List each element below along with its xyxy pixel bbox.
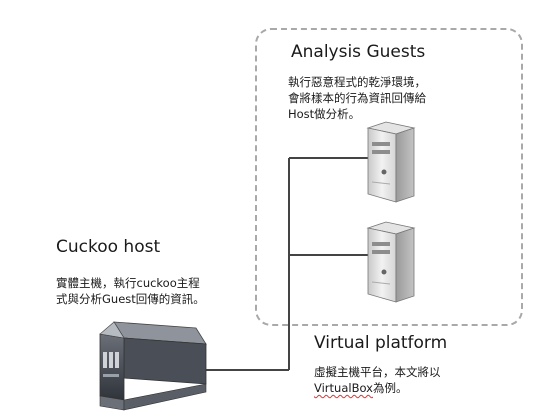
analysis-guests-title: Analysis Guests [291, 42, 426, 62]
analysis-guests-desc-line: 會將樣本的行為資訊回傳給 [288, 91, 426, 105]
analysis-guests-group [255, 28, 523, 326]
tower-server-icon [366, 221, 416, 303]
tower-server-icon [366, 121, 416, 203]
virtual-platform-desc-line: 虛擬主機平台，本文將以 [314, 365, 441, 379]
analysis-guests-description: 執行惡意程式的乾淨環境， 會將樣本的行為資訊回傳給 Host做分析。 [288, 74, 426, 122]
cuckoo-host-desc-line: 式與分析Guest回傳的資訊。 [56, 292, 205, 306]
virtual-platform-title: Virtual platform [314, 333, 448, 353]
analysis-guests-desc-line: 執行惡意程式的乾淨環境， [288, 75, 426, 89]
virtual-platform-desc-tail: 為例。 [372, 381, 408, 395]
virtualbox-term: VirtualBox [314, 381, 373, 395]
rack-server-icon [99, 321, 207, 411]
cuckoo-host-description: 實體主機，執行cuckoo主程 式與分析Guest回傳的資訊。 [56, 275, 205, 307]
cuckoo-host-desc-line: 實體主機，執行cuckoo主程 [56, 276, 200, 290]
connector-lines [206, 157, 368, 371]
virtual-platform-description: 虛擬主機平台，本文將以 VirtualBox為例。 [314, 364, 441, 396]
virtual-platform-desc-line: VirtualBox為例。 [314, 380, 441, 396]
analysis-guests-desc-line: Host做分析。 [288, 107, 361, 121]
cuckoo-host-title: Cuckoo host [56, 237, 161, 257]
